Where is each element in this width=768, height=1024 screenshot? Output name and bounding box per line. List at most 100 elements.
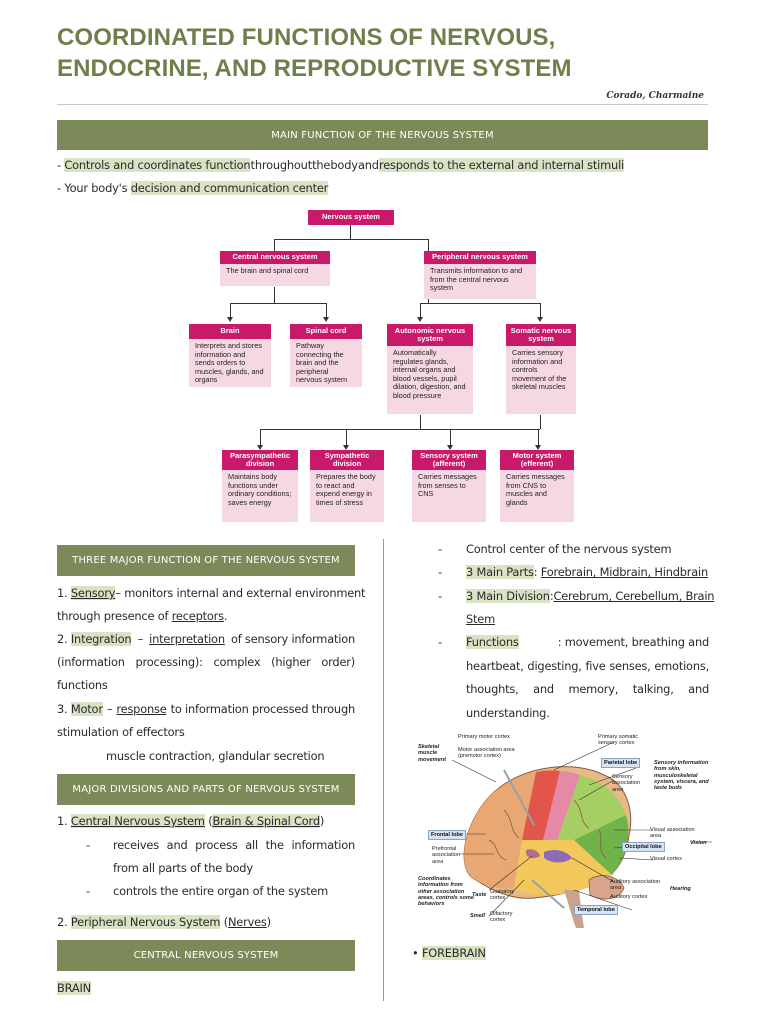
title-line-1: COORDINATED FUNCTIONS OF NERVOUS,	[57, 24, 556, 51]
term-sensory: Sensory	[70, 586, 116, 600]
function-item-sensory: 1. Sensory – monitors internal and exter…	[57, 586, 366, 600]
note-text: : movement, breathing and	[557, 635, 710, 649]
label-visual-cortex: Visual cortex	[650, 856, 682, 862]
node-title: Parasympathetic division	[222, 450, 298, 470]
term-main-parts: 3 Main Parts	[466, 565, 534, 579]
term-response: response	[116, 702, 167, 716]
diagram-node-brain: Brain Interprets and stores information …	[189, 324, 271, 387]
term-receptors: receptors	[171, 609, 224, 623]
connector	[420, 303, 540, 304]
sub-dash: -	[86, 838, 90, 852]
paren: )	[266, 915, 271, 929]
bullet-word: and	[357, 158, 379, 172]
function-item-motor-line2: stimulation of effectors	[57, 725, 185, 739]
forebrain-label: FOREBRAIN	[421, 946, 486, 960]
bullet-word: body	[330, 158, 358, 172]
section-heading-major-divisions: MAJOR DIVISIONS AND PARTS OF NERVOUS SYS…	[57, 774, 355, 805]
arrow-icon	[323, 317, 329, 322]
bullet-dash: -	[57, 181, 61, 195]
label-coordinates: Coordinates information from other assoc…	[418, 876, 474, 908]
cns-sub-item-1-line2: from all parts of the body	[113, 861, 253, 875]
node-body: Maintains body functions under ordinary …	[222, 470, 298, 522]
bullet-highlight: responds to the external and internal st…	[378, 158, 624, 172]
brain-note-4-line4: understanding.	[466, 706, 550, 720]
brain-note-4-line3: thoughts, and memory, talking, and	[466, 682, 709, 696]
label-olfactory: Olfactory cortex	[490, 911, 513, 924]
label-smell: Smell	[470, 913, 485, 919]
bullet-word: throughout	[250, 158, 313, 172]
connector	[260, 429, 261, 447]
node-title: Autonomic nervous system	[387, 324, 473, 346]
brain-note-2: 3 Main Parts: Forebrain, Midbrain, Hindb…	[466, 565, 708, 579]
diagram-node-somatic: Somatic nervous system Carries sensory i…	[506, 324, 576, 414]
connector	[346, 429, 347, 447]
forebrain-item: • FOREBRAIN	[412, 946, 486, 960]
item-number: 3. Motor	[57, 702, 103, 716]
label-vision: Vision	[690, 840, 707, 846]
paren: )	[319, 814, 325, 828]
label-primary-motor: Primary motor cortex	[458, 734, 510, 740]
brain-label: BRAIN	[57, 981, 91, 995]
item-dash: –	[137, 632, 144, 646]
bullet-highlight: decision and communication center	[130, 181, 329, 195]
arrow-icon	[227, 317, 233, 322]
diagram-node-parasympathetic: Parasympathetic division Maintains body …	[222, 450, 298, 522]
section-heading-cns: CENTRAL NERVOUS SYSTEM	[57, 940, 355, 971]
term-cns: Central Nervous System	[70, 814, 205, 828]
connector	[428, 299, 429, 303]
brain-note-1: Control center of the nervous system	[466, 542, 672, 556]
connector	[450, 429, 540, 430]
diagram-node-sympathetic: Sympathetic division Prepares the body t…	[310, 450, 384, 522]
colon: :	[533, 565, 538, 579]
label-occipital: Occipital lobe	[622, 842, 665, 852]
arrow-icon	[257, 445, 263, 450]
page-title: COORDINATED FUNCTIONS OF NERVOUS, ENDOCR…	[57, 22, 717, 84]
bullet-dash: - Controls and coordinates function	[57, 158, 251, 172]
connector	[274, 239, 428, 240]
term-motor: Motor	[70, 702, 103, 716]
connector	[350, 225, 351, 239]
term-brain-spinal-cord: Brain & Spinal Cord	[212, 814, 320, 828]
author-name: Corado, Charmaine	[606, 91, 704, 101]
node-title: Central nervous system	[220, 251, 330, 264]
arrow-icon	[535, 445, 541, 450]
label-hearing: Hearing	[670, 886, 691, 892]
term-main-division: 3 Main Division	[466, 589, 550, 603]
diagram-node-pns: Peripheral nervous system Transmits info…	[424, 251, 536, 299]
node-body: Pathway connecting the brain and the per…	[290, 339, 362, 387]
node-title: Motor system (efferent)	[500, 450, 574, 470]
node-body: Transmits information to and from the ce…	[424, 264, 536, 299]
connector	[420, 303, 421, 317]
label-skeletal: Skeletal muscle movement	[418, 744, 446, 763]
item-text: – monitors internal and external environ…	[115, 586, 366, 600]
main-function-bullet-2: - Your body's decision and communication…	[57, 181, 328, 195]
label-auditory-cortex: Auditory cortex	[610, 894, 648, 900]
node-title: Spinal cord	[290, 324, 362, 339]
node-title: Sensory system (afferent)	[412, 450, 486, 470]
section-heading-three-major: THREE MAJOR FUNCTION OF THE NERVOUS SYST…	[57, 545, 355, 576]
term-pns: Peripheral Nervous System	[70, 915, 221, 929]
note-dash: -	[438, 589, 442, 603]
main-function-bullet-1: - Controls and coordinates function thro…	[57, 158, 624, 172]
label-prefrontal: Prefrontal association area	[432, 846, 460, 865]
node-title: Brain	[189, 324, 271, 339]
label-gustatory: Gustatory cortex	[490, 889, 515, 902]
function-item-motor-line3: muscle contraction, glandular secretion	[106, 749, 325, 763]
division-item-pns: 2. Peripheral Nervous System (Nerves)	[57, 915, 271, 929]
main-division-value: Cerebrum, Cerebellum, Brain	[553, 589, 715, 603]
item-dash: –	[106, 702, 113, 716]
connector	[540, 415, 541, 429]
node-body: Automatically regulates glands, internal…	[387, 346, 473, 414]
label-sensory-info: Sensory information from skin, musculosk…	[654, 760, 709, 792]
paren: (	[208, 814, 213, 828]
node-body: Carries sensory information and controls…	[506, 346, 576, 414]
node-body: Interprets and stores information and se…	[189, 339, 271, 387]
connector	[428, 239, 429, 251]
connector	[538, 429, 539, 447]
connector	[450, 429, 451, 447]
connector	[274, 287, 275, 303]
item-text: to information processed through	[170, 702, 356, 716]
label-sensory-assoc: Sensory association area	[612, 774, 640, 793]
label-parietal: Parietal lobe	[601, 758, 641, 768]
title-divider	[57, 104, 708, 105]
